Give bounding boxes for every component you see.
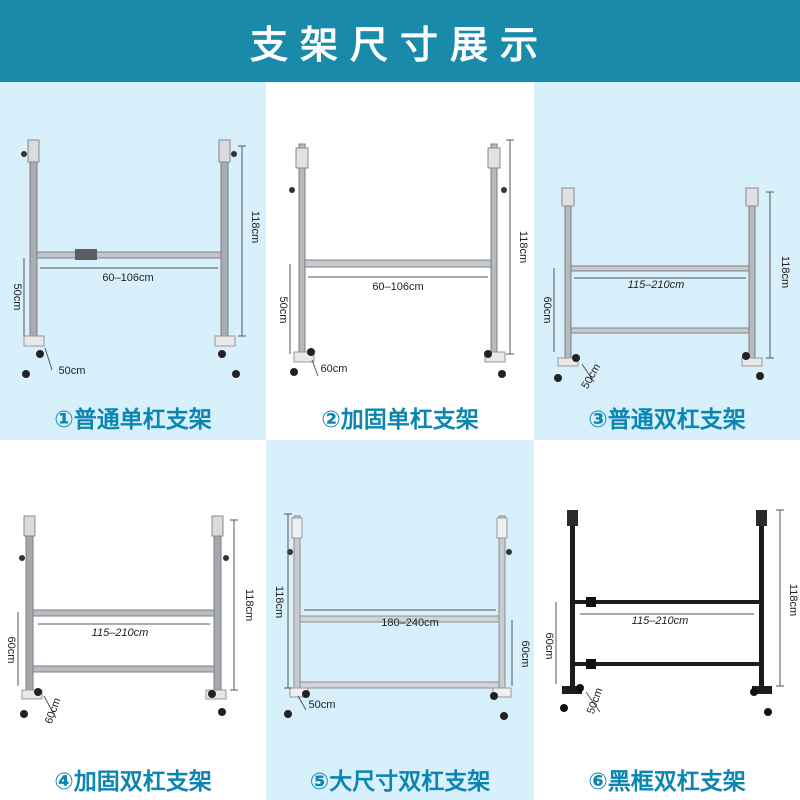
stand-illustration-6: 118cm 115–210cm 60cm 50cm [543, 509, 799, 716]
dim-base-6: 50cm [585, 686, 605, 715]
stand-grid: 118cm 60–106cm 50cm 50cm ①普通单杠支架 [0, 82, 800, 800]
dim-height-2: 118cm [517, 231, 529, 263]
stand-caption-5: ⑤大尺寸双杠支架 [309, 769, 491, 795]
stand-card-2: 118cm 60–106cm 50cm 60cm ②加固单杠支架 [266, 82, 534, 440]
header-banner: 支架尺寸展示 [0, 0, 800, 82]
stand-caption-6: ⑥黑框双杠支架 [588, 769, 746, 795]
dim-width-3: 115–210cm [628, 279, 685, 291]
dim-lower-2: 50cm [277, 297, 289, 324]
dim-base-2: 60cm [321, 363, 348, 375]
dim-base-5: 50cm [309, 699, 336, 711]
stand-card-5: 118cm 180–240cm 60cm 50cm ⑤大尺寸双杠支架 [266, 440, 534, 800]
dim-height-1: 118cm [249, 211, 261, 243]
dim-width-2: 60–106cm [372, 281, 423, 293]
stand-card-1: 118cm 60–106cm 50cm 50cm ①普通单杠支架 [0, 82, 266, 440]
dim-lower-5: 60cm [519, 641, 531, 668]
dim-width-5: 180–240cm [381, 617, 439, 629]
dim-height-6: 118cm [787, 584, 799, 616]
stand-card-3: 118cm 115–210cm 60cm 50cm ③普通双杠支架 [534, 82, 800, 440]
stand-illustration-2: 118cm 60–106cm 50cm 60cm [277, 139, 529, 378]
stand-caption-3: ③普通双杠支架 [588, 407, 746, 433]
stand-illustration-3: 118cm 115–210cm 60cm 50cm [541, 187, 791, 391]
stand-caption-2: ②加固单杠支架 [321, 407, 479, 433]
dim-lower-4: 60cm [5, 637, 17, 664]
dim-lower-6: 60cm [543, 633, 555, 660]
dim-width-1: 60–106cm [102, 272, 153, 284]
dim-height-5: 118cm [273, 586, 285, 618]
stand-caption-1: ①普通单杠支架 [54, 407, 212, 433]
page-title: 支架尺寸展示 [249, 22, 550, 67]
dim-height-3: 118cm [779, 256, 791, 288]
stand-illustration-1: 118cm 60–106cm 50cm 50cm [11, 139, 261, 378]
dim-base-1: 50cm [59, 365, 86, 377]
dim-lower-1: 50cm [11, 284, 23, 311]
stand-illustration-4: 118cm 115–210cm 60cm 60cm [5, 515, 255, 726]
stand-illustration-5: 118cm 180–240cm 60cm 50cm [273, 513, 531, 720]
dim-width-4: 115–210cm [92, 627, 149, 639]
dim-width-6: 115–210cm [632, 615, 689, 627]
stand-card-6: 118cm 115–210cm 60cm 50cm ⑥黑框双杠支架 [534, 440, 800, 800]
stand-card-4: 118cm 115–210cm 60cm 60cm ④加固双杠支架 [0, 440, 266, 800]
stand-caption-4: ④加固双杠支架 [54, 769, 212, 795]
dim-lower-3: 60cm [541, 297, 553, 324]
dim-height-4: 118cm [243, 589, 255, 621]
